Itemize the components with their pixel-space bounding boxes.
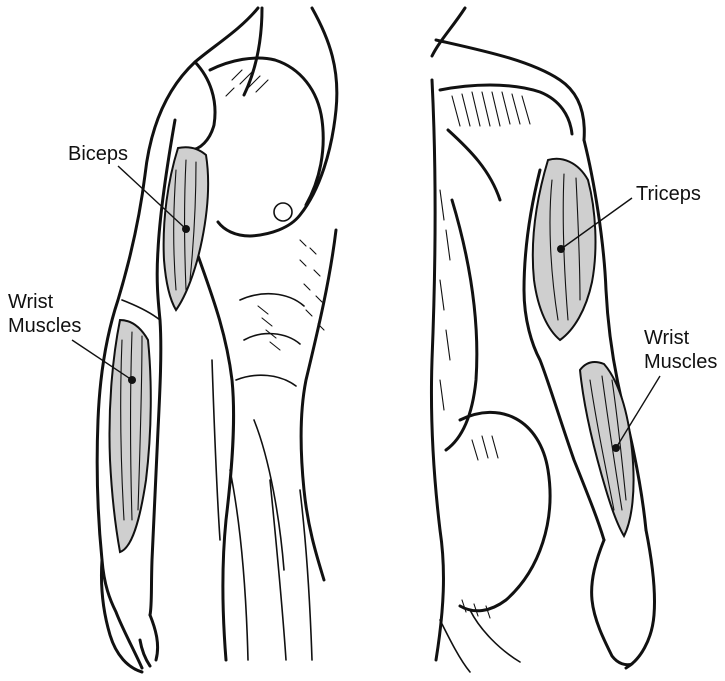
- triceps-marker-dot: [557, 245, 565, 253]
- back-view-figure: [431, 8, 654, 672]
- front-elbow-crease: [122, 300, 160, 320]
- front-nipple: [274, 203, 292, 221]
- back-lat-outline: [446, 200, 477, 450]
- back-leg-lines: [440, 610, 520, 672]
- front-deltoid-outline: [190, 62, 215, 150]
- back-shoulder-outline: [436, 40, 584, 140]
- back-hand-outline: [592, 530, 655, 668]
- biceps-marker-dot: [182, 225, 190, 233]
- front-leg-outline: [301, 230, 336, 580]
- back-wrist-label-line2: Muscles: [644, 351, 717, 373]
- back-wrist-marker-dot: [612, 444, 620, 452]
- back-wrist-label-line1: Wrist: [644, 327, 690, 349]
- front-hand-outline: [101, 560, 157, 672]
- triceps-label: Triceps: [636, 183, 701, 205]
- front-wrist-marker-dot: [128, 376, 136, 384]
- front-wrist-label-line1: Wrist: [8, 291, 54, 313]
- back-wrist-muscle: [580, 362, 634, 536]
- front-torso-outline: [218, 8, 337, 236]
- front-view-figure: [97, 8, 337, 672]
- back-torso-outline: [431, 8, 465, 660]
- front-pectoral-outline: [210, 58, 323, 205]
- front-thigh-lines: [230, 470, 312, 660]
- front-wrist-label-line2: Muscles: [8, 315, 81, 337]
- biceps-label: Biceps: [68, 143, 128, 165]
- back-buttock-outline: [460, 412, 550, 610]
